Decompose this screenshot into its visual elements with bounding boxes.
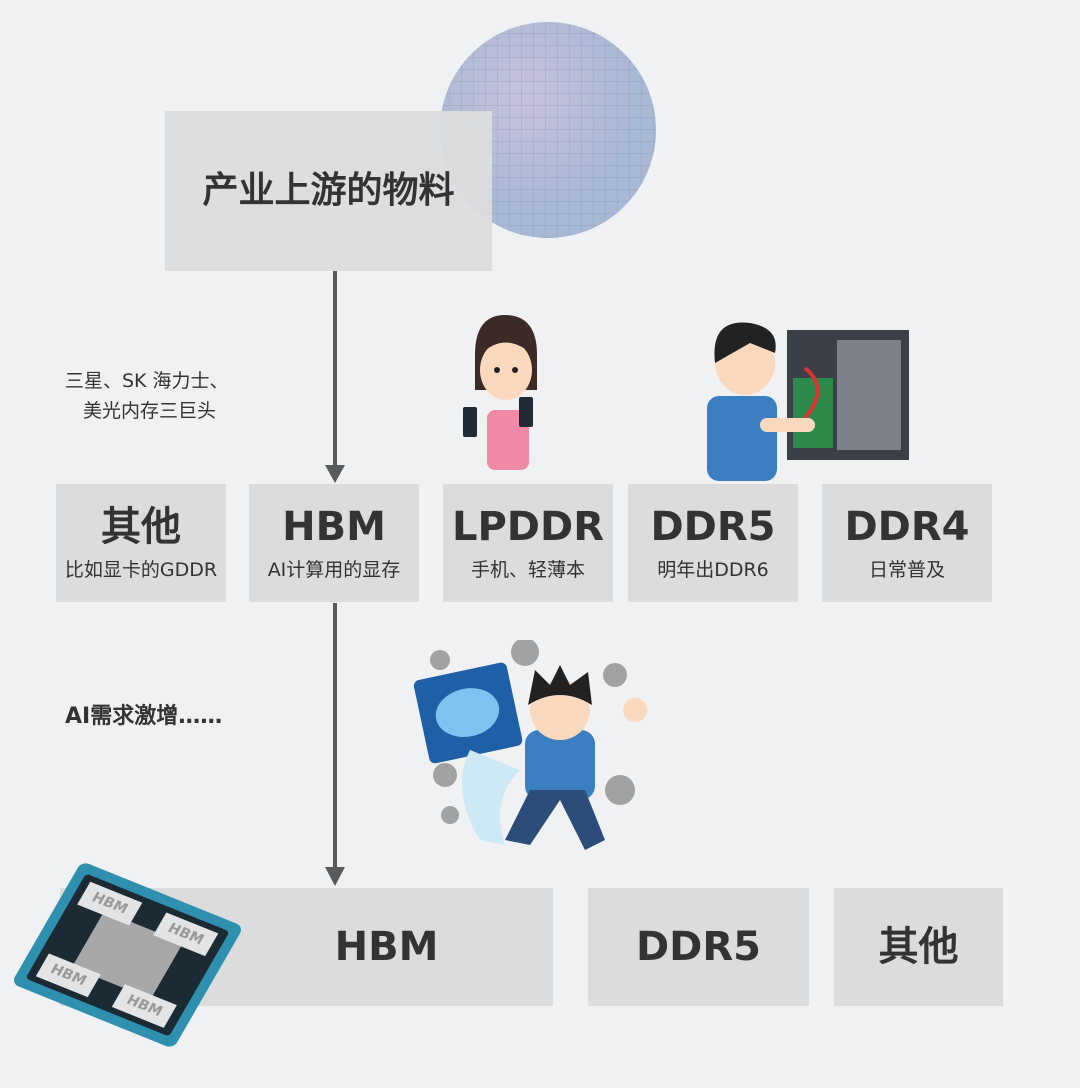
box-lpddr: LPDDR 手机、轻薄本 xyxy=(443,484,613,602)
box-title: DDR5 xyxy=(650,503,776,550)
box-subtitle: 手机、轻薄本 xyxy=(470,558,585,581)
arrow-down-2 xyxy=(325,603,345,886)
box-ddr5: DDR5 明年出DDR6 xyxy=(628,484,798,602)
man-fixing-pc-illustration xyxy=(707,322,909,481)
box-title: DDR5 xyxy=(635,924,762,970)
box-other-gddr: 其他 比如显卡的GDDR xyxy=(56,484,226,602)
box-subtitle: AI计算用的显存 xyxy=(267,558,401,581)
box-title: DDR4 xyxy=(844,503,970,550)
box-other-bottom: 其他 xyxy=(834,888,1003,1006)
box-title: HBM xyxy=(334,924,439,970)
upstream-materials-title: 产业上游的物料 xyxy=(202,170,455,212)
box-subtitle: 明年出DDR6 xyxy=(657,558,769,581)
box-subtitle: 日常普及 xyxy=(868,558,945,581)
box-title: LPDDR xyxy=(451,503,604,550)
box-hbm: HBM AI计算用的显存 xyxy=(249,484,419,602)
box-ddr5-bottom: DDR5 xyxy=(588,888,809,1006)
ai-demand-note: AI需求激增…… xyxy=(65,704,223,729)
box-title: 其他 xyxy=(101,503,181,550)
makers-note-line-2: 美光内存三巨头 xyxy=(83,400,217,422)
upstream-materials-box: 产业上游的物料 xyxy=(165,111,492,271)
arrow-down-1 xyxy=(325,271,345,483)
ai-brain-fight-illustration xyxy=(413,640,647,850)
box-title: 其他 xyxy=(878,924,959,970)
box-title: HBM xyxy=(282,503,386,550)
girl-with-phones-illustration xyxy=(463,315,537,470)
makers-note-line-1: 三星、SK 海力士、 xyxy=(65,370,229,392)
makers-note: 三星、SK 海力士、 美光内存三巨头 xyxy=(65,366,229,426)
box-ddr4: DDR4 日常普及 xyxy=(822,484,992,602)
box-subtitle: 比如显卡的GDDR xyxy=(64,558,218,581)
